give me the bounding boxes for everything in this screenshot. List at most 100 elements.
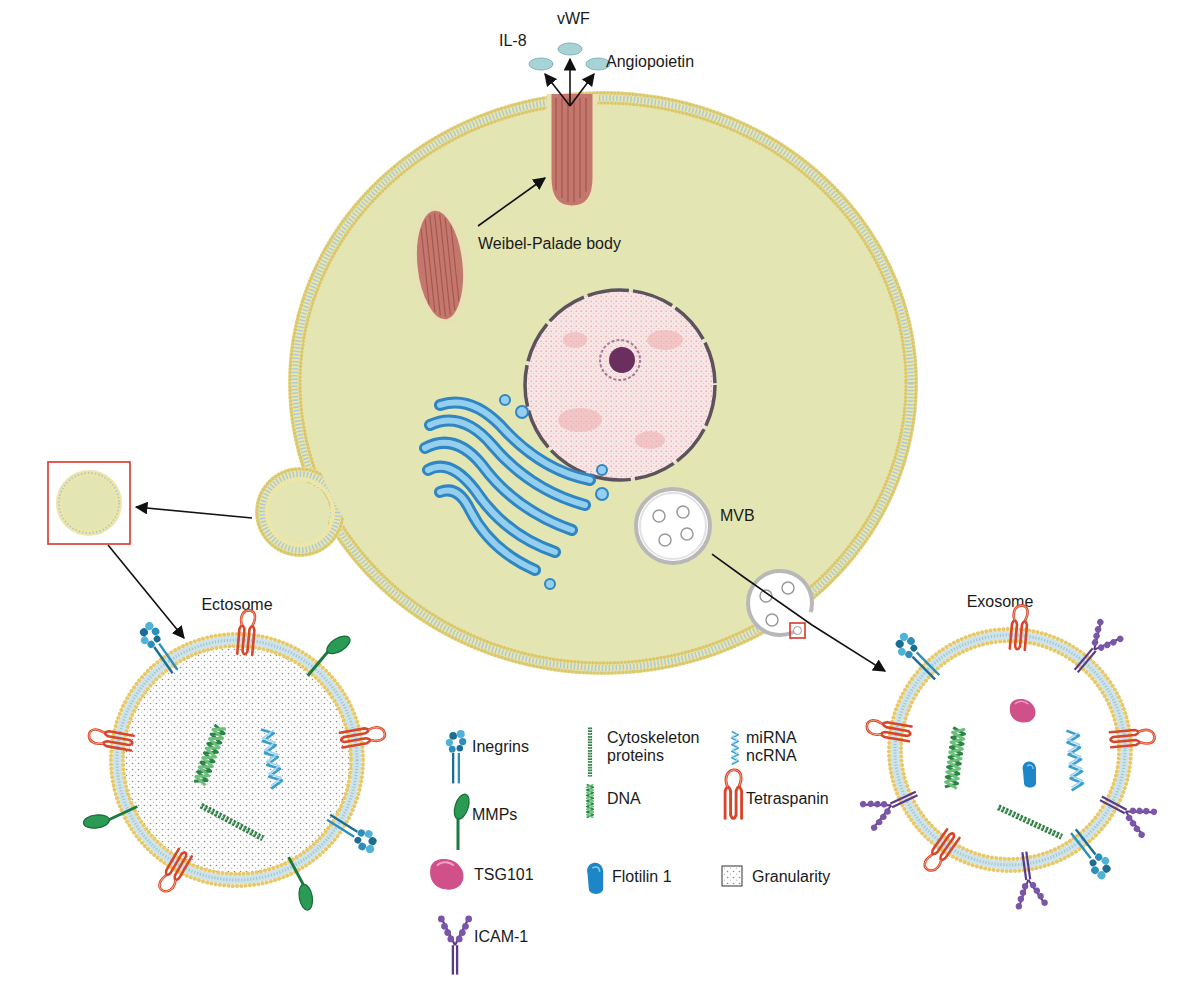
ectosome-membrane-protein [134,619,184,677]
fusing-mvb [748,571,812,635]
flow-arrow [136,507,252,518]
flow-arrow [108,59,594,638]
nucleus [600,340,640,380]
multivesicular-body-outline [634,487,712,565]
exosome-membrane-protein [859,605,1158,910]
weibel-palade-body: Weibel-Palade body [412,205,468,325]
exosome-membrane-protein [922,829,960,874]
legend-symbol [587,785,594,818]
golgi-apparatus [500,395,510,405]
exosome-cargo [945,699,1084,837]
exosome-membrane-protein [1110,728,1155,747]
nucleus [635,431,665,449]
fused-weibel-palade-body [585,98,586,192]
fused-weibel-palade-body [567,98,568,202]
legend-label: Inegrins [472,738,529,756]
mvb-membrane [636,489,710,563]
exosome-cargo [1023,761,1036,787]
exosome-membrane-protein [859,779,924,832]
legend-label: TSG101 [474,866,534,884]
legend-symbol [446,730,467,783]
granule-body [409,206,471,325]
granule-stripe [440,214,451,315]
exosome-membrane [889,629,1131,871]
intraluminal-vesicle [677,506,689,518]
exosome-membrane-protein [1093,784,1158,839]
mvb-membrane [640,493,706,559]
fused-weibel-palade-body [561,98,562,198]
granule-stripe [425,220,435,312]
flow-arrow [478,178,545,226]
ectosome-label: Ectosome [107,596,367,614]
granule-stripe [435,213,446,316]
legend-label: miRNA ncRNA [746,729,801,766]
ectosome-membrane [117,640,357,880]
secreted-molecule [529,43,610,70]
exosome-membrane-protein [890,630,945,685]
exosome-membrane [895,635,1125,865]
ectosome-membrane-protein [79,794,140,837]
legend-symbol [722,866,742,886]
ectosome: Ectosome [107,630,367,890]
legend-label: Tetraspanin [746,790,829,808]
golgi-apparatus [425,395,608,589]
exosome-cargo [1010,699,1036,722]
fusing-mvb [800,612,810,628]
exosome-membrane-protein [1064,618,1125,682]
fused-weibel-palade-body [573,98,574,202]
secreted-molecule [529,58,553,70]
fusing-mvb [782,582,794,594]
legend-label: Granularity [752,868,830,886]
legend-symbol [438,916,472,975]
exosome-outline [885,625,1135,875]
intraluminal-vesicle [681,528,693,540]
ectosome-membrane [111,634,363,886]
ectosome-membrane-protein [303,627,356,684]
ectosome-cargo [201,806,263,839]
molecule-label: vWF [557,10,590,28]
nucleus [525,290,715,480]
exosome-membrane [901,641,1119,859]
flow-arrow [545,74,570,106]
ectosome-cargo [194,725,283,839]
ectosome-membrane-protein [323,808,382,856]
exosome-membrane-protein [1065,825,1117,883]
nucleus [525,290,715,480]
exosome-cargo [998,807,1061,837]
weibel-palade-body-outline [412,205,468,325]
ectosome-membrane [117,640,357,880]
nucleus [647,330,683,350]
fusing-mvb [766,614,778,626]
exosome: Exosome [885,625,1135,875]
ectosome-membrane [123,646,351,874]
multivesicular-body-label: MVB [720,507,755,525]
legend-symbol [430,728,742,975]
fusing-mvb [760,590,772,602]
cell-body [295,98,911,668]
cell-membrane [295,98,911,668]
nucleus [609,347,635,373]
flow-arrow [570,74,594,106]
exosome-membrane-protein [865,719,911,741]
nucleus [525,290,715,480]
ectosome-membrane-protein [340,725,386,747]
ectosome-membrane-protein [276,854,321,915]
golgi-apparatus [597,465,607,475]
magnified-vesicle-box [59,473,119,533]
legend-label: ICAM-1 [474,928,528,946]
magnified-vesicle-box [48,462,130,544]
exosome-label: Exosome [875,593,1125,611]
granule-stripe [430,215,441,316]
nucleus [563,332,587,348]
cell-membrane [257,93,916,673]
nucleus [558,408,602,432]
cell-body [305,108,901,658]
ectosome-membrane-protein [88,728,134,750]
multivesicular-body: MVB [634,487,712,565]
exosome-membrane-protein [1008,850,1048,910]
cell-membrane [295,98,911,668]
legend-symbol [430,859,463,890]
exosome-cargo [1066,730,1083,791]
intraluminal-vesicle [653,510,665,522]
flow-arrow [108,545,184,638]
